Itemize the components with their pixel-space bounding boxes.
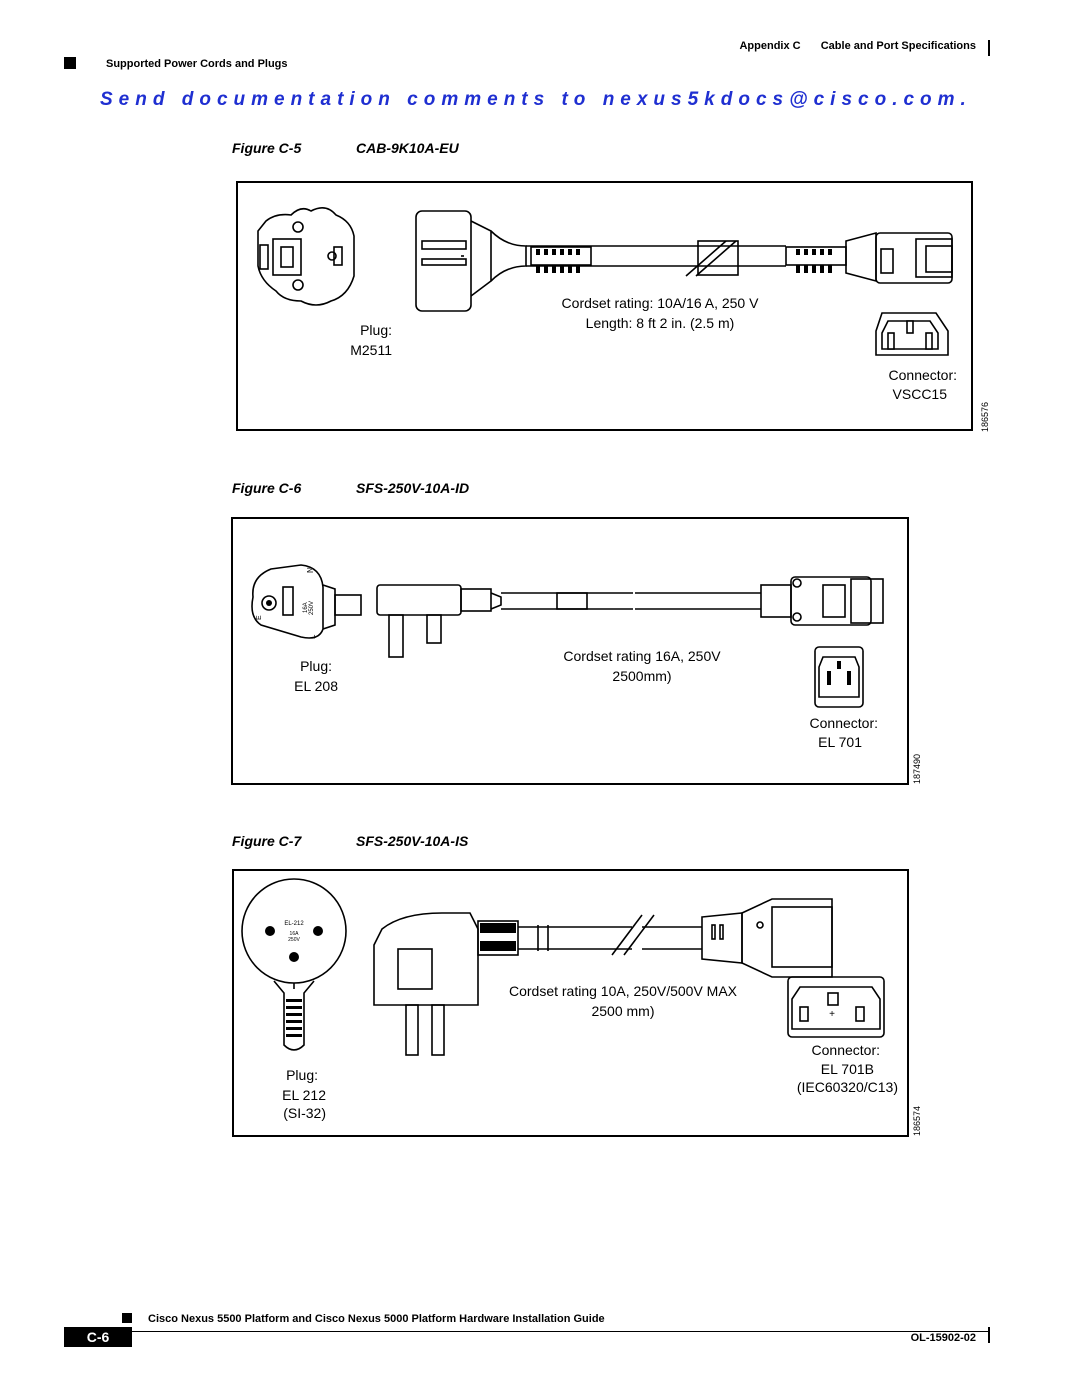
figure-c6-plug-model: EL 208 — [294, 678, 338, 694]
indian-plug-mark-250v: 250V — [309, 601, 315, 615]
figure-c7-caption: Figure C-7 SFS-250V-10A-IS — [232, 833, 468, 849]
footer-doc-number: OL-15902-02 — [910, 1332, 976, 1344]
header-square-marker — [64, 57, 76, 69]
footer-rule — [132, 1331, 990, 1332]
figure-c5-connector-label: Connector: — [888, 367, 957, 383]
figure-c5-caption: Figure C-5 CAB-9K10A-EU — [232, 140, 459, 156]
figure-c7-plug-label: Plug: — [286, 1067, 318, 1083]
israeli-plug-mark-16a: 16A — [290, 931, 300, 937]
svg-text:+: + — [829, 1009, 835, 1020]
doc-comments-banner: Send documentation comments to nexus5kdo… — [100, 89, 972, 110]
footer-square-marker — [122, 1313, 132, 1323]
indian-plug-mark-16a: 16A — [303, 602, 309, 613]
figure-c6-frame — [231, 517, 909, 785]
figure-c6-id: 187490 — [912, 753, 922, 784]
figure-c6-caption: Figure C-6 SFS-250V-10A-ID — [232, 480, 469, 496]
figure-c6-drawing: E N L 16A 250V — [251, 564, 884, 708]
indian-plug-mark-n: N — [306, 567, 315, 573]
israeli-plug-body-icon — [373, 912, 519, 1056]
figure-c5-drawing — [257, 207, 953, 356]
header-section: Supported Power Cords and Plugs — [106, 58, 288, 70]
indian-plug-mark-l: L — [308, 634, 317, 639]
indian-plug-mark-e: E — [256, 615, 263, 620]
cord-line-c7 — [518, 914, 702, 956]
figure-c5-frame — [236, 181, 973, 431]
header-chapter-title: Cable and Port Specifications — [820, 40, 976, 52]
footer-guide-title: Cisco Nexus 5500 Platform and Cisco Nexu… — [148, 1313, 605, 1325]
strain-relief-left — [530, 246, 592, 273]
header-chapter-line: Appendix C Cable and Port Specifications — [556, 40, 976, 52]
figure-c5-length: Length: 8 ft 2 in. (2.5 m) — [585, 315, 735, 331]
israeli-plug-mark-el212: EL-212 — [284, 921, 304, 927]
figure-c6-plug-label: Plug: — [300, 658, 332, 674]
iec-c13-connector-face-icon: + — [787, 976, 885, 1038]
figure-c7-frame — [232, 869, 909, 1137]
figure-c5-plug-label: Plug: — [360, 322, 392, 338]
figure-c5-rating: Cordset rating: 10A/16 A, 250 V — [561, 295, 759, 311]
figure-c6-connector-label: Connector: — [809, 715, 878, 731]
figure-c6-connector-model: EL 701 — [818, 734, 862, 750]
figure-c7-connector-model: EL 701B — [820, 1061, 874, 1077]
iec-connector-face-c6-icon — [814, 646, 864, 708]
figure-c7-title: SFS-250V-10A-IS — [356, 833, 469, 849]
iec-connector-face-icon — [875, 312, 949, 356]
cord-line — [526, 240, 786, 277]
figure-c5-id: 186576 — [980, 401, 990, 432]
figure-c7-length: 2500 mm) — [591, 1003, 655, 1019]
figure-c7-drawing: EL-212 16A 250V — [241, 878, 885, 1056]
schuko-plug-body-icon — [415, 210, 527, 312]
iec-connector-body-icon — [845, 231, 953, 284]
figure-c7-id: 186574 — [912, 1105, 922, 1136]
figure-c7-rating: Cordset rating 10A, 250V/500V MAX — [508, 983, 738, 999]
figure-c7-connector-standard: (IEC60320/C13) — [796, 1079, 898, 1095]
iec-connector-body-c6-icon — [760, 576, 884, 626]
indian-plug-body-icon — [376, 584, 502, 658]
figure-c5-plug-model: M2511 — [350, 342, 392, 358]
header-chapter: Appendix C — [739, 40, 801, 52]
figure-c6-length: 2500mm) — [612, 668, 672, 684]
israeli-plug-face-icon: EL-212 16A 250V — [241, 878, 347, 1051]
schuko-plug-face-icon — [257, 207, 355, 306]
iec-c13-connector-body-icon — [701, 898, 833, 978]
figure-c6-number: Figure C-6 — [232, 480, 302, 496]
indian-plug-face-icon: E N L 16A 250V — [251, 564, 362, 639]
figure-c6-rating: Cordset rating 16A, 250V — [563, 648, 721, 664]
figure-c7-plug-model-alt: (SI-32) — [283, 1105, 326, 1121]
figure-c5-number: Figure C-5 — [232, 140, 302, 156]
header-rule-right — [988, 40, 990, 56]
israeli-plug-mark-250v: 250V — [288, 937, 300, 943]
figure-c7-plug-model: EL 212 — [282, 1087, 326, 1103]
footer-rule-right — [988, 1327, 990, 1343]
strain-relief-right — [785, 246, 847, 273]
figure-c5-connector-model: VSCC15 — [892, 386, 947, 402]
figure-c6-title: SFS-250V-10A-ID — [356, 480, 470, 496]
figure-c7-connector-label: Connector: — [811, 1042, 880, 1058]
cord-line-c6 — [501, 592, 761, 610]
page-number: C-6 — [86, 1329, 110, 1345]
page-number-box — [64, 1327, 132, 1347]
figure-c5-title: CAB-9K10A-EU — [356, 140, 459, 156]
figure-c7-number: Figure C-7 — [232, 833, 302, 849]
